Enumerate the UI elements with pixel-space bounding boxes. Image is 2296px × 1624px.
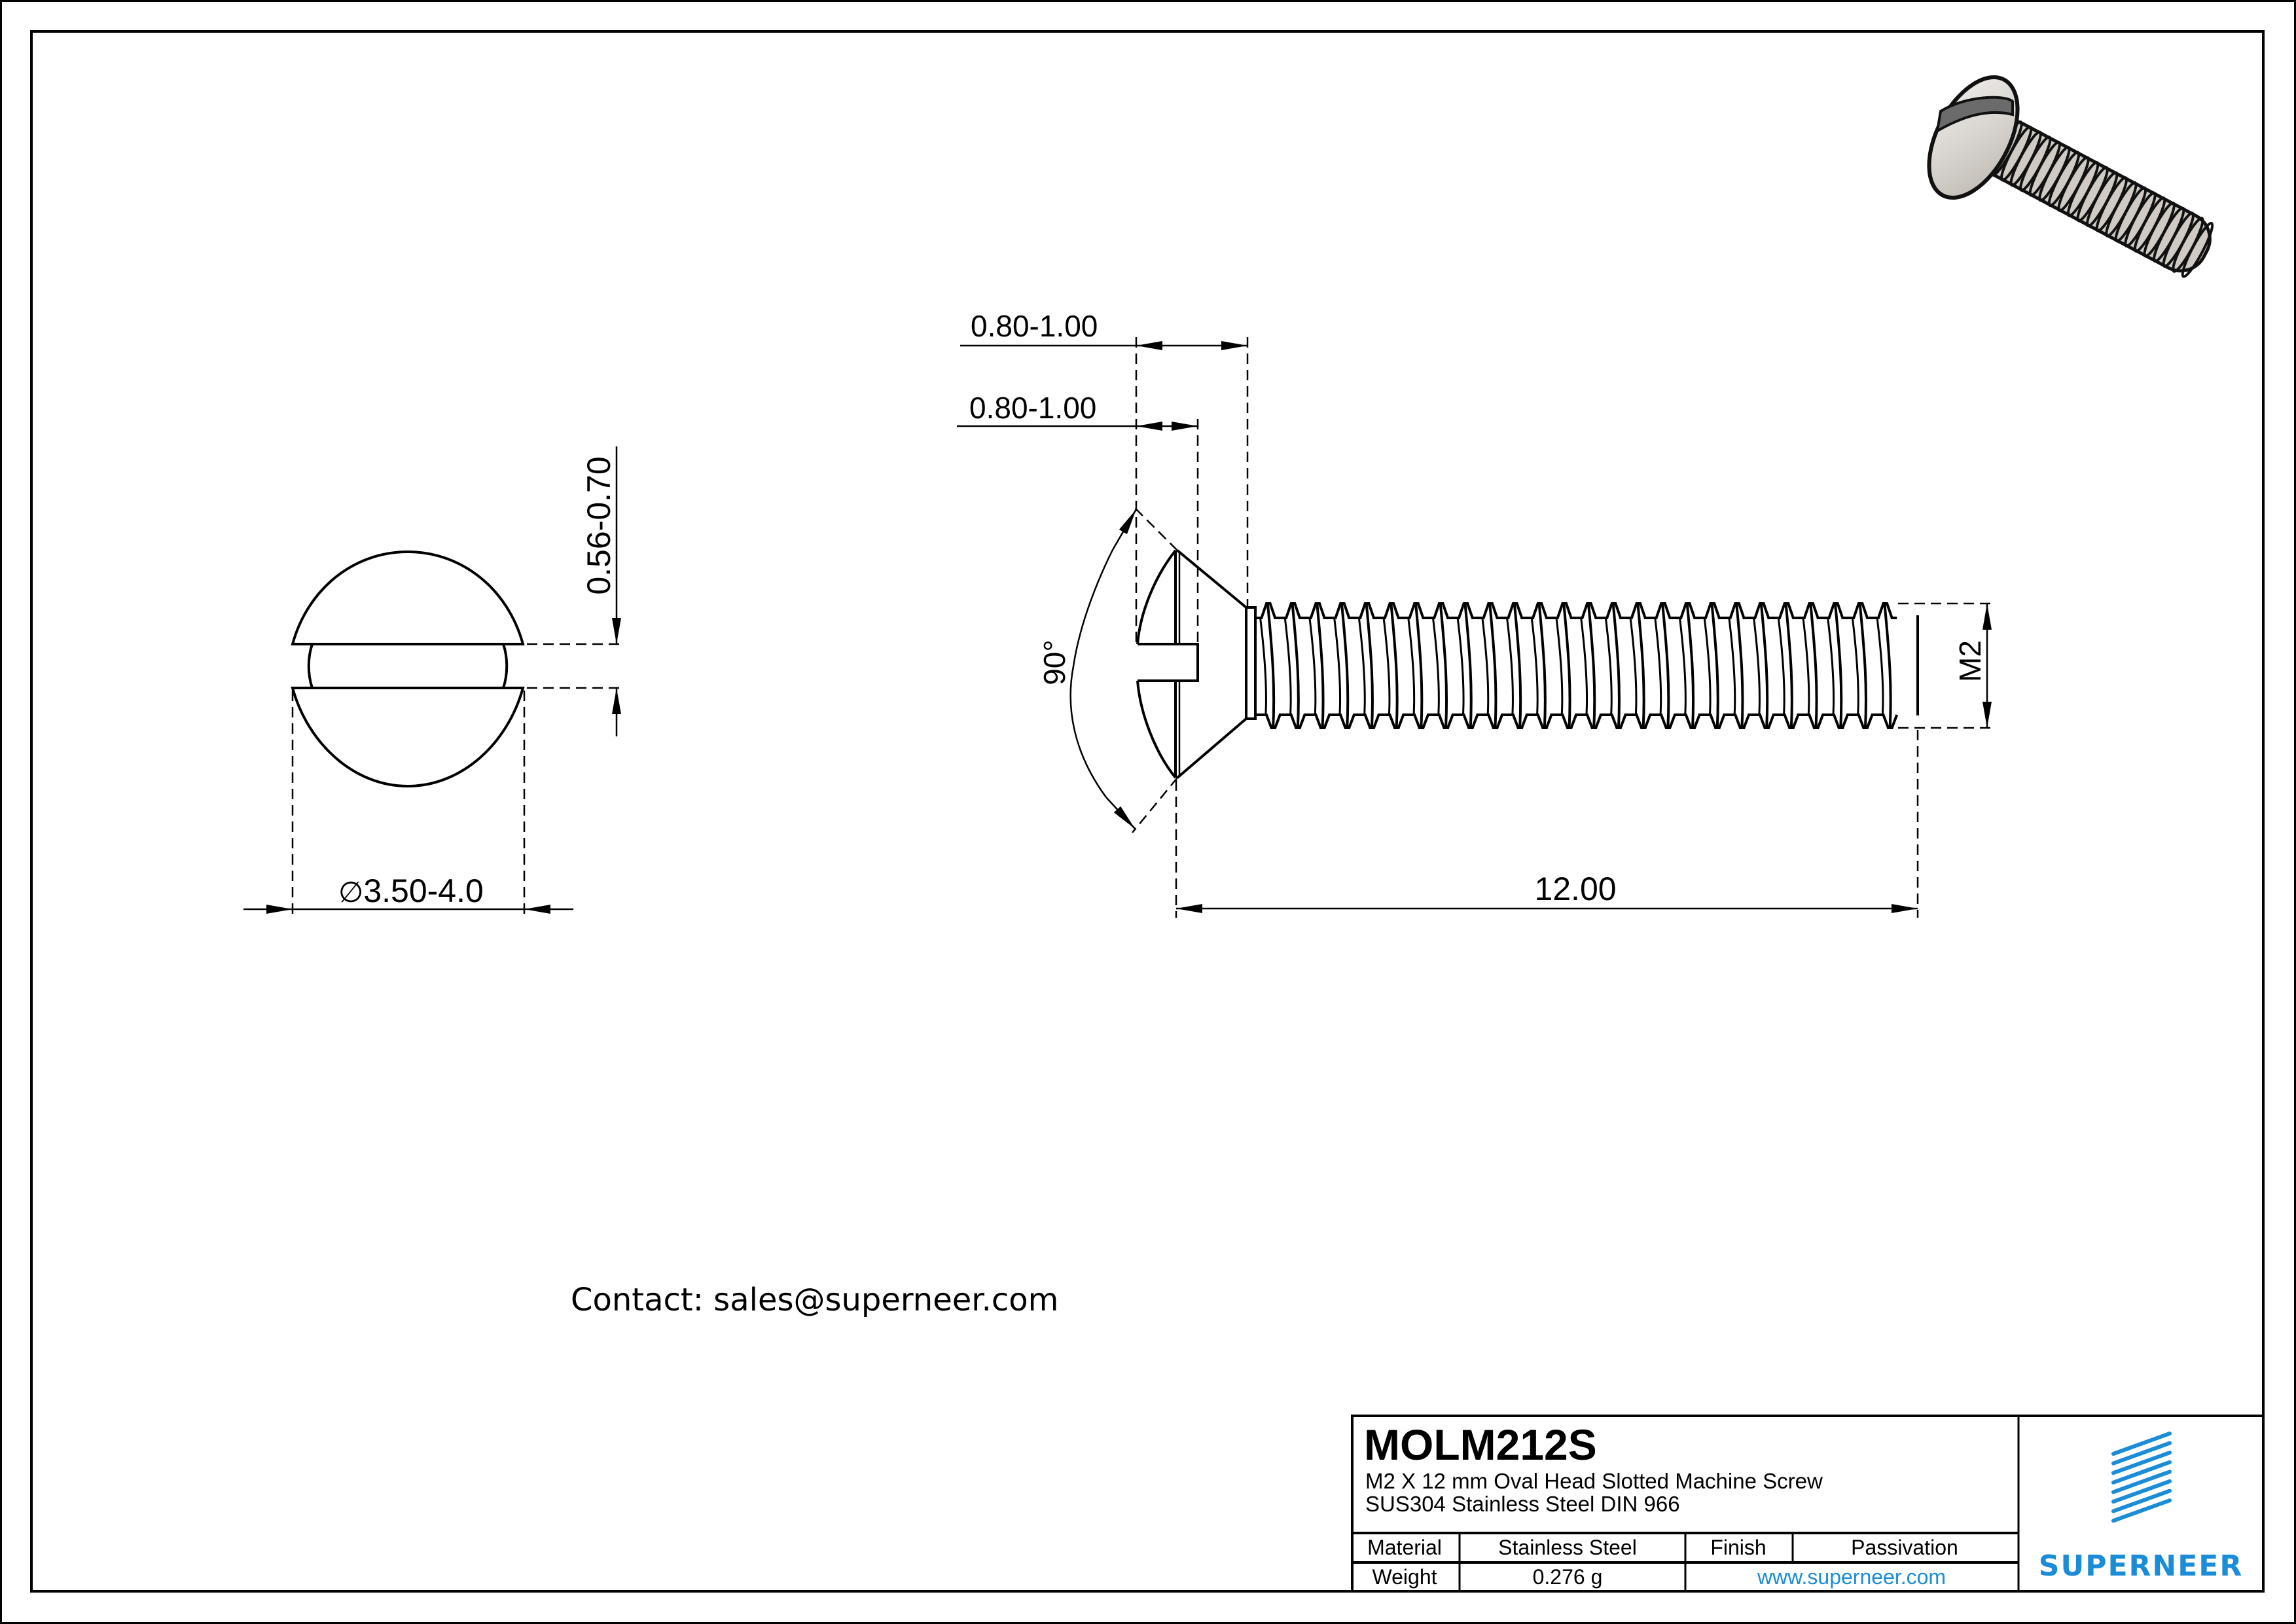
slot-depth-label: 0.80-1.00 [969,391,1096,425]
website-link[interactable]: www.superneer.com [1757,1565,1946,1589]
head-upper-half [291,550,525,645]
weight-value: 0.276 g [1533,1565,1603,1589]
thread-body [1255,602,1899,729]
slot-right-arc [502,643,509,689]
superneer-logo-text: SUPERNEER [2039,1549,2243,1583]
weight-label: Weight [1372,1565,1437,1589]
screw-3d-preview [1927,75,2214,278]
description-line-1: M2 X 12 mm Oval Head Slotted Machine Scr… [1365,1469,1823,1493]
superneer-logo-icon [2111,1432,2172,1523]
title-block: MOLM212S M2 X 12 mm Oval Head Slotted Ma… [1351,1415,2265,1593]
contact-text[interactable]: Contact: sales@superneer.com [571,1282,1058,1318]
head-lower-half [291,687,525,788]
countersink-cone [1176,549,1247,779]
diameter-symbol-icon: ∅ [338,876,363,909]
description-line-2: SUS304 Stainless Steel DIN 966 [1365,1492,1680,1516]
angle-label: 90° [1037,640,1071,685]
head-diameter-label: ∅3.50-4.0 [338,873,484,909]
oval-head-dome [1136,549,1177,779]
angle-dim-arc [1069,549,1114,798]
slot-width-label: 0.56-0.70 [581,456,617,594]
material-label: Material [1367,1536,1442,1559]
finish-label: Finish [1710,1536,1766,1559]
material-value: Stainless Steel [1498,1536,1637,1559]
part-number: MOLM212S [1364,1420,1597,1469]
length-label: 12.00 [1534,871,1616,907]
finish-value: Passivation [1851,1536,1958,1559]
thread-size-label: M2 [1953,640,1987,682]
inner-border [30,30,2265,1593]
slot-left-arc [307,643,314,689]
head-height-label: 0.80-1.00 [971,309,1098,343]
head-slot [1138,643,1199,682]
screw-side-view: 0.80-1.00 0.80-1.00 90° M2 12.00 [957,309,1996,918]
head-top-view: 0.56-0.70 ∅3.50-4.0 [243,446,625,918]
